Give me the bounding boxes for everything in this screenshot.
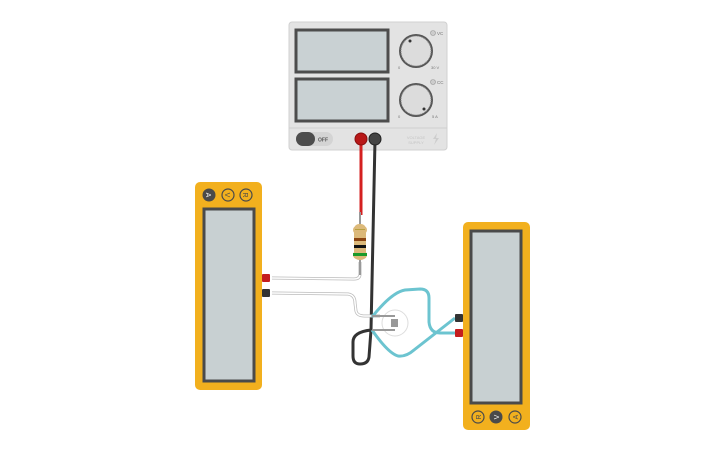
- brand-line1: VOLTAGE: [407, 135, 426, 140]
- power-supply[interactable]: VC CC 0 30 V 0 5 A OFF VOLTAGE SUPPLY: [288, 21, 448, 151]
- white-wire-1[interactable]: [271, 262, 362, 281]
- svg-text:V: V: [223, 193, 230, 198]
- svg-text:A: A: [513, 414, 520, 419]
- meter-display: [202, 207, 256, 383]
- cc-indicator-icon: [430, 79, 436, 85]
- brand-line2: SUPPLY: [408, 140, 424, 145]
- current-min-label: 0: [398, 114, 401, 119]
- switch-label: OFF: [318, 138, 328, 144]
- multimeter-left[interactable]: A V R: [195, 182, 270, 390]
- component-bulb[interactable]: [372, 309, 409, 337]
- voltage-knob[interactable]: [399, 34, 433, 68]
- black-probe-terminal[interactable]: [262, 289, 270, 297]
- white-wire-2[interactable]: [271, 291, 380, 318]
- current-knob[interactable]: [399, 83, 433, 117]
- cyan-wire-2[interactable]: [370, 316, 456, 358]
- lightning-icon: [433, 133, 439, 145]
- button-voltmeter[interactable]: V: [489, 410, 503, 424]
- resistor[interactable]: [353, 212, 367, 275]
- black-probe-terminal[interactable]: [455, 314, 463, 322]
- button-ohmmeter[interactable]: R: [471, 410, 485, 424]
- vc-label: VC: [437, 31, 444, 36]
- red-probe-terminal[interactable]: [262, 274, 270, 282]
- negative-terminal[interactable]: [368, 132, 382, 146]
- svg-text:R: R: [476, 414, 483, 419]
- black-wire[interactable]: [351, 139, 377, 366]
- button-ohmmeter[interactable]: R: [239, 188, 253, 202]
- voltage-min-label: 0: [398, 65, 401, 70]
- current-display: [294, 77, 390, 123]
- svg-text:R: R: [241, 192, 248, 197]
- voltage-display: [294, 28, 390, 74]
- power-switch[interactable]: OFF: [296, 132, 333, 146]
- button-ammeter[interactable]: A: [202, 188, 216, 202]
- cyan-wire-1[interactable]: [370, 287, 455, 335]
- multimeter-right[interactable]: R V A: [455, 222, 530, 430]
- current-max-label: 5 A: [432, 114, 438, 119]
- svg-text:V: V: [494, 414, 501, 419]
- positive-terminal[interactable]: [354, 132, 368, 146]
- meter-display: [469, 229, 523, 405]
- vc-indicator-icon: [430, 30, 436, 36]
- button-ammeter[interactable]: A: [508, 410, 522, 424]
- button-voltmeter[interactable]: V: [221, 188, 235, 202]
- cc-label: CC: [437, 80, 444, 85]
- red-probe-terminal[interactable]: [455, 329, 463, 337]
- voltage-max-label: 30 V: [431, 65, 440, 70]
- svg-text:A: A: [204, 193, 211, 198]
